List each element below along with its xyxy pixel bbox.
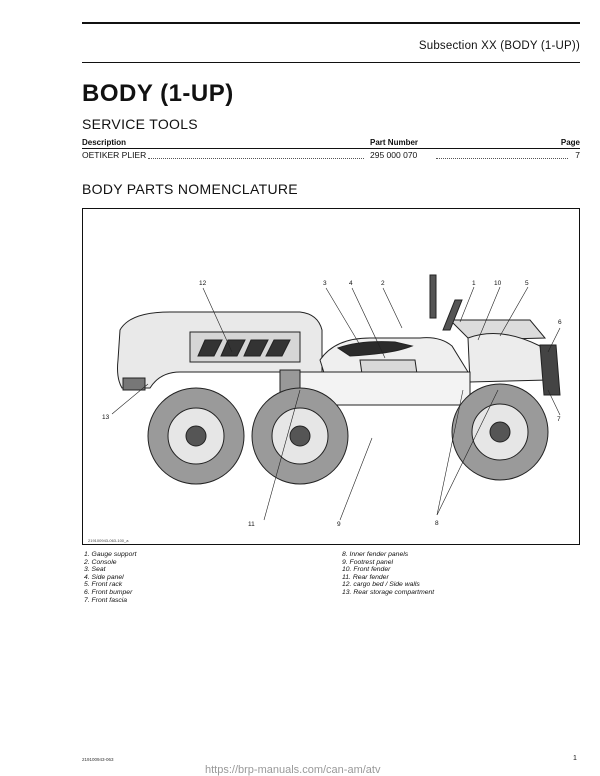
legend-item: 10. Front fender xyxy=(342,566,391,574)
legend-item: 2. Console xyxy=(84,558,117,566)
callout-8: 8 xyxy=(435,520,439,527)
figure-frame xyxy=(82,208,580,545)
callout-10: 10 xyxy=(494,280,502,287)
tools-table-rule xyxy=(82,148,580,149)
legend-item: 1. Gauge support xyxy=(84,551,137,558)
subsection-rule xyxy=(82,62,580,63)
legend-item: 5. Front rack xyxy=(84,581,123,589)
col-page: Page xyxy=(560,138,580,147)
figure-code: 219100943-063-100_a xyxy=(88,538,129,543)
legend-item: 7. Front fascia xyxy=(84,596,128,604)
callout-1: 1 xyxy=(472,280,476,287)
legend-item: 13. Rear storage compartment xyxy=(342,588,435,596)
tool-description: OETIKER PLIER xyxy=(82,150,147,160)
tool-part-number: 295 000 070 xyxy=(370,150,418,160)
leader-dots xyxy=(148,150,364,159)
subsection-label: Subsection XX (BODY (1-UP)) xyxy=(418,40,580,52)
callout-7: 7 xyxy=(557,416,561,423)
tool-page: 7 xyxy=(575,150,580,160)
callout-2: 2 xyxy=(381,280,385,287)
top-rule xyxy=(82,22,580,24)
legend-item: 9. Footrest panel xyxy=(342,558,394,566)
table-row: OETIKER PLIER 295 000 070 7 xyxy=(82,150,580,162)
legend-item: 6. Front bumper xyxy=(84,588,133,596)
callout-11: 11 xyxy=(248,521,255,528)
col-part-number: Part Number xyxy=(370,138,419,147)
callout-3: 3 xyxy=(323,280,327,287)
page-title: BODY (1-UP) xyxy=(82,80,234,107)
callout-13: 13 xyxy=(102,414,110,421)
callout-5: 5 xyxy=(525,280,529,287)
callout-12: 12 xyxy=(199,280,207,287)
service-tools-heading: SERVICE TOOLS xyxy=(82,116,198,132)
doc-code: 219100943-063 xyxy=(82,757,114,762)
tools-table-header: Description Part Number Page xyxy=(82,138,580,150)
callout-6: 6 xyxy=(558,319,562,326)
callout-4: 4 xyxy=(349,280,353,287)
legend-item: 8. Inner fender panels xyxy=(342,551,409,558)
legend-item: 3. Seat xyxy=(84,566,106,574)
source-url-link[interactable]: https://brp-manuals.com/can-am/atv xyxy=(205,764,381,776)
legend-item: 11. Rear fender xyxy=(342,573,389,581)
leader-dots xyxy=(436,150,568,159)
legend-left: 1. Gauge support 2. Console 3. Seat 4. S… xyxy=(84,551,137,604)
legend-item: 4. Side panel xyxy=(84,573,124,581)
page-number: 1 xyxy=(573,755,577,762)
col-description: Description xyxy=(82,138,127,147)
callout-9: 9 xyxy=(337,521,341,528)
legend-item: 12. cargo bed / Side walls xyxy=(342,581,420,589)
nomenclature-heading: BODY PARTS NOMENCLATURE xyxy=(82,181,298,197)
legend-right: 8. Inner fender panels 9. Footrest panel… xyxy=(342,551,434,597)
